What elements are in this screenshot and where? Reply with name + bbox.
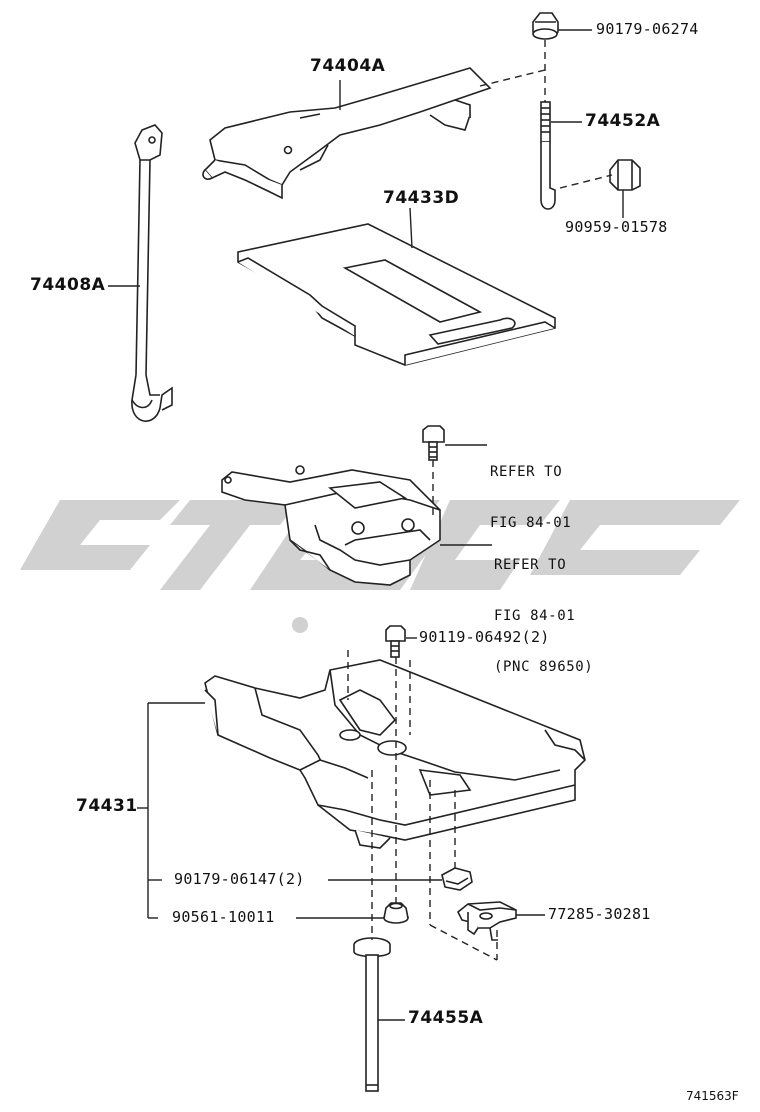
part-label-74455A: 74455A xyxy=(408,1008,484,1028)
part-label-74404A: 74404A xyxy=(310,56,386,76)
part-label-74408A: 74408A xyxy=(30,275,106,295)
part-label-90959-01578: 90959-01578 xyxy=(565,218,668,236)
part-label-90119-06492: 90119-06492(2) xyxy=(419,628,550,646)
bracket-74404A-drawing xyxy=(202,67,492,200)
assembly-dashed-lines xyxy=(347,40,613,961)
part-label-90179-06147: 90179-06147(2) xyxy=(174,870,305,888)
part-label-77285-30281: 77285-30281 xyxy=(548,905,651,923)
part-label-74452A: 74452A xyxy=(585,111,661,131)
reference-note-line: REFER TO xyxy=(490,464,563,480)
reference-note-line: FIG 84-01 xyxy=(494,608,576,624)
nut-90179-06147-drawing xyxy=(441,867,473,891)
leader-lines xyxy=(108,29,624,1021)
reference-note-line: REFER TO xyxy=(494,557,567,573)
part-label-90179-06274: 90179-06274 xyxy=(596,20,699,38)
grommet-90561-10011-drawing xyxy=(383,902,409,924)
reference-note-line: FIG 84-01 xyxy=(490,515,572,531)
bolt-90119-06492-drawing xyxy=(385,625,406,658)
part-label-74431: 74431 xyxy=(76,796,138,816)
insulator-74433D-drawing xyxy=(237,223,556,366)
reference-note-ecu: REFER TO FIG 84-01 (PNC 89650) xyxy=(494,523,593,710)
reference-note-bolt: REFER TO FIG 84-01 xyxy=(490,430,571,566)
bolt-74455A-drawing xyxy=(353,937,391,1092)
nut-90179-06274-drawing xyxy=(532,12,559,40)
part-label-90561-10011: 90561-10011 xyxy=(172,908,275,926)
hold-down-rod-74408A-drawing xyxy=(131,124,173,422)
ecu-box-refer-drawing xyxy=(221,465,441,586)
clip-90959-01578-drawing xyxy=(609,159,641,191)
j-bolt-74452A-drawing xyxy=(540,101,556,210)
battery-tray-74431-drawing xyxy=(204,659,586,849)
clamp-77285-30281-drawing xyxy=(456,901,517,941)
figure-id: 741563F xyxy=(686,1089,739,1103)
part-label-74433D: 74433D xyxy=(383,188,460,208)
bolt-refer-drawing xyxy=(422,425,445,461)
reference-note-line: (PNC 89650) xyxy=(494,659,594,675)
